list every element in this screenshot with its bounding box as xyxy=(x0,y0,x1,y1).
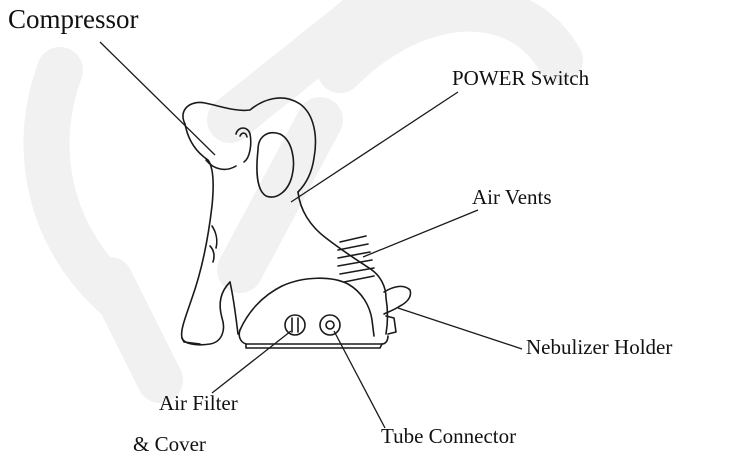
leader-air-vents xyxy=(362,209,479,258)
label-power-switch: POWER Switch xyxy=(452,66,590,90)
watermark xyxy=(23,0,583,403)
leader-air-filter xyxy=(211,330,292,394)
label-nebulizer-holder: Nebulizer Holder xyxy=(526,335,673,359)
leader-tube-connector xyxy=(333,330,386,429)
label-air-filter: Air Filter xyxy=(159,391,238,415)
label-tube-connector: Tube Connector xyxy=(381,424,517,448)
leader-compressor xyxy=(99,41,216,156)
leader-lines xyxy=(99,41,523,429)
leader-power-switch xyxy=(290,91,459,203)
compressor-body xyxy=(180,97,412,349)
leader-nebulizer-holder xyxy=(397,307,523,350)
label-compressor: Compressor xyxy=(8,4,139,34)
label-cover: & Cover xyxy=(133,432,206,456)
label-air-vents: Air Vents xyxy=(472,185,552,209)
